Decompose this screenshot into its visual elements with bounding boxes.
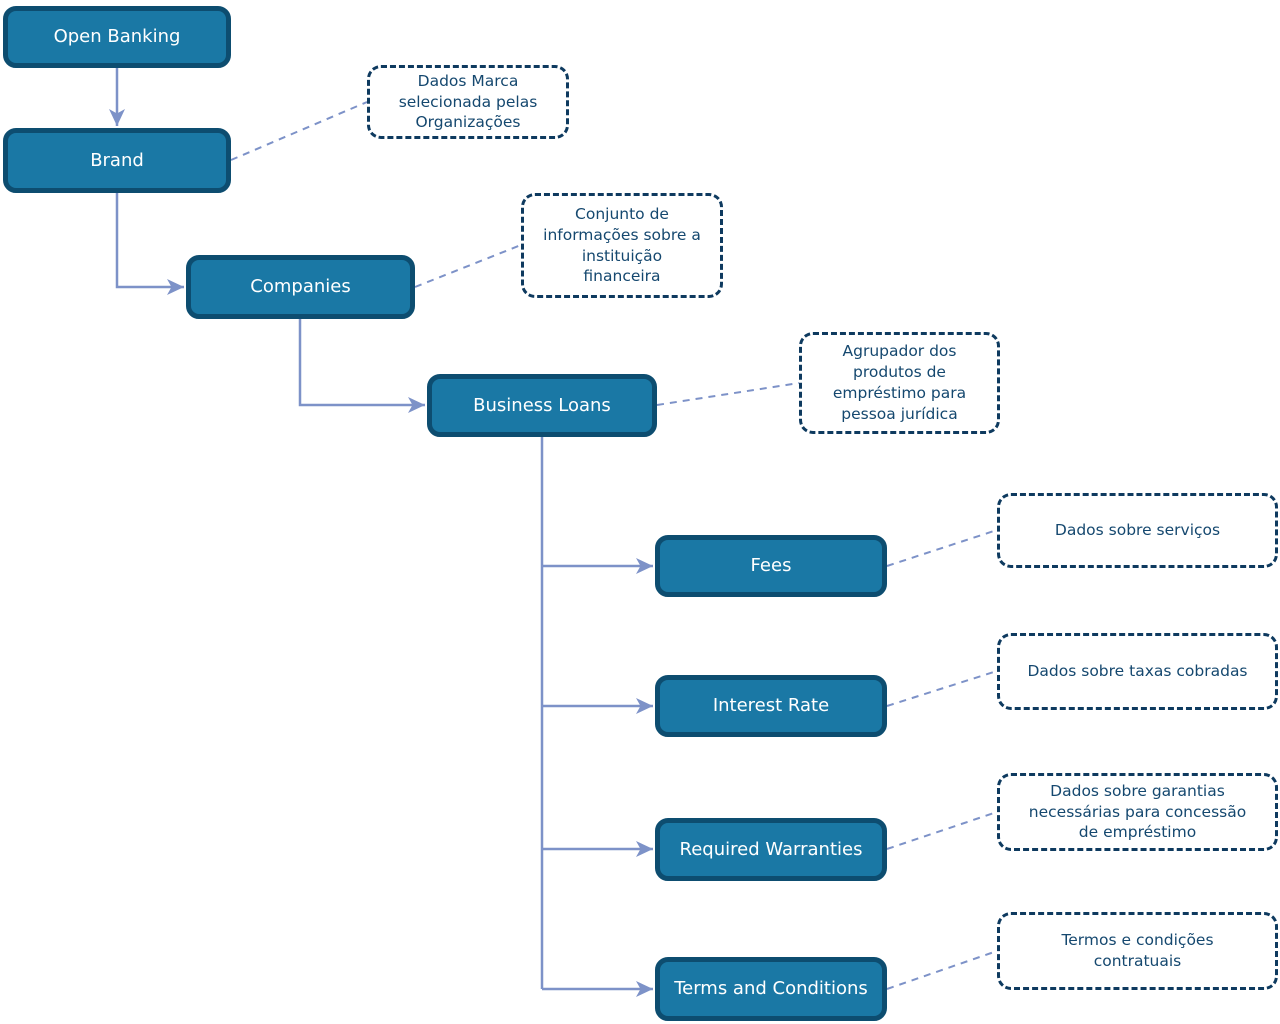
note-interest-rate: Dados sobre taxas cobradas bbox=[997, 633, 1278, 710]
node-open-banking-label: Open Banking bbox=[53, 26, 181, 48]
connector-brand-to-companies bbox=[115, 193, 184, 295]
note-brand: Dados Marca selecionada pelas Organizaçõ… bbox=[367, 65, 569, 139]
note-link-required-warranties bbox=[886, 811, 998, 850]
node-brand: Brand bbox=[3, 128, 231, 193]
note-fees-text: Dados sobre serviços bbox=[1054, 521, 1221, 540]
note-business-loans: Agrupador dos produtos de empréstimo par… bbox=[799, 332, 1000, 434]
note-business-loans-text: Agrupador dos produtos de empréstimo par… bbox=[832, 342, 967, 423]
node-companies: Companies bbox=[186, 255, 415, 319]
node-brand-label: Brand bbox=[90, 149, 144, 171]
node-business-loans-label: Business Loans bbox=[473, 394, 611, 416]
node-terms-and-conditions: Terms and Conditions bbox=[655, 957, 887, 1021]
note-fees: Dados sobre serviços bbox=[997, 493, 1278, 568]
node-required-warranties-label: Required Warranties bbox=[679, 838, 863, 860]
note-link-interest-rate bbox=[886, 670, 998, 707]
node-interest-rate-label: Interest Rate bbox=[712, 695, 830, 717]
node-business-loans: Business Loans bbox=[427, 374, 657, 437]
note-companies: Conjunto de informações sobre a institui… bbox=[521, 193, 723, 298]
note-interest-rate-text: Dados sobre taxas cobradas bbox=[1027, 662, 1248, 681]
note-terms-and-conditions: Termos e condições contratuais bbox=[997, 912, 1278, 990]
node-required-warranties: Required Warranties bbox=[655, 818, 887, 881]
connector-companies-to-business-loans bbox=[298, 319, 425, 413]
node-interest-rate: Interest Rate bbox=[655, 675, 887, 737]
node-terms-and-conditions-label: Terms and Conditions bbox=[674, 978, 868, 1000]
note-link-brand bbox=[230, 101, 368, 161]
note-terms-and-conditions-text: Termos e condições contratuais bbox=[1061, 931, 1214, 970]
note-brand-text: Dados Marca selecionada pelas Organizaçõ… bbox=[398, 71, 538, 132]
node-fees-label: Fees bbox=[750, 555, 792, 577]
note-link-terms bbox=[886, 950, 998, 990]
note-required-warranties: Dados sobre garantias necessárias para c… bbox=[997, 773, 1278, 851]
node-open-banking: Open Banking bbox=[3, 6, 231, 68]
note-link-companies bbox=[414, 244, 522, 288]
note-companies-text: Conjunto de informações sobre a institui… bbox=[543, 204, 701, 286]
node-fees: Fees bbox=[655, 535, 887, 597]
note-link-business-loans bbox=[656, 382, 800, 406]
note-required-warranties-text: Dados sobre garantias necessárias para c… bbox=[1028, 781, 1247, 842]
note-link-fees bbox=[886, 529, 998, 567]
node-companies-label: Companies bbox=[250, 276, 351, 298]
